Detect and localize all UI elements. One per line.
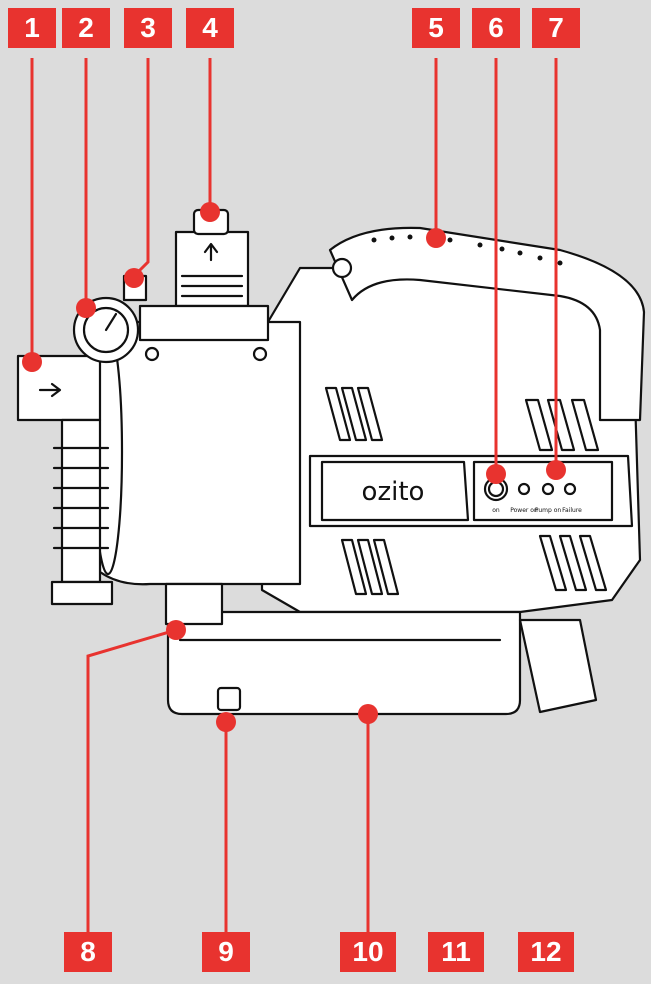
callout-1: 1	[8, 8, 56, 48]
led-power	[517, 482, 531, 496]
leader-8	[86, 628, 177, 936]
screw	[144, 346, 160, 362]
callout-8: 8	[64, 932, 112, 972]
led-failure	[563, 482, 577, 496]
lower-vents	[340, 534, 608, 596]
callout-4: 4	[186, 8, 234, 48]
flow-arrow-icon	[38, 382, 62, 398]
cap-grips	[180, 274, 244, 298]
dot-1	[22, 352, 42, 372]
base-foot	[518, 618, 598, 714]
drain-plug	[164, 582, 224, 626]
callout-3: 3	[124, 8, 172, 48]
battery-base	[166, 610, 522, 716]
dot-5	[426, 228, 446, 248]
hose-connector	[60, 418, 102, 584]
pump-chamber	[98, 320, 302, 586]
callout-11: 11	[428, 932, 484, 972]
screw	[252, 346, 268, 362]
on-button-label: on	[492, 507, 500, 514]
callout-2: 2	[62, 8, 110, 48]
callout-9: 9	[202, 932, 250, 972]
leader-3	[132, 58, 150, 278]
brand-logo: ozito	[362, 477, 425, 507]
up-arrow-icon	[203, 242, 219, 262]
dot-2	[76, 298, 96, 318]
led-label-pump: Pump on	[535, 507, 562, 514]
dot-7	[546, 460, 566, 480]
led-label-power: Power on	[510, 507, 538, 514]
dot-4	[200, 202, 220, 222]
carry-handle	[328, 226, 646, 422]
callout-12: 12	[518, 932, 574, 972]
led-label-failure: Failure	[562, 507, 582, 514]
connector-ribs	[52, 446, 110, 550]
handle-pivot	[331, 257, 353, 279]
brand-plate	[320, 460, 470, 522]
dot-9	[216, 712, 236, 732]
connector-base	[50, 580, 114, 606]
dot-8	[166, 620, 186, 640]
callout-leaders	[30, 58, 558, 936]
valve-base	[138, 304, 270, 342]
callout-10: 10	[340, 932, 396, 972]
callout-6: 6	[472, 8, 520, 48]
gauge-needle	[104, 312, 118, 332]
base-latch	[216, 686, 242, 712]
callout-5: 5	[412, 8, 460, 48]
handle-dots	[371, 234, 563, 266]
on-button	[487, 480, 505, 498]
dot-3	[124, 268, 144, 288]
callout-7: 7	[532, 8, 580, 48]
callout-dots	[22, 202, 566, 732]
led-pump	[541, 482, 555, 496]
dot-6	[486, 464, 506, 484]
dot-10	[358, 704, 378, 724]
